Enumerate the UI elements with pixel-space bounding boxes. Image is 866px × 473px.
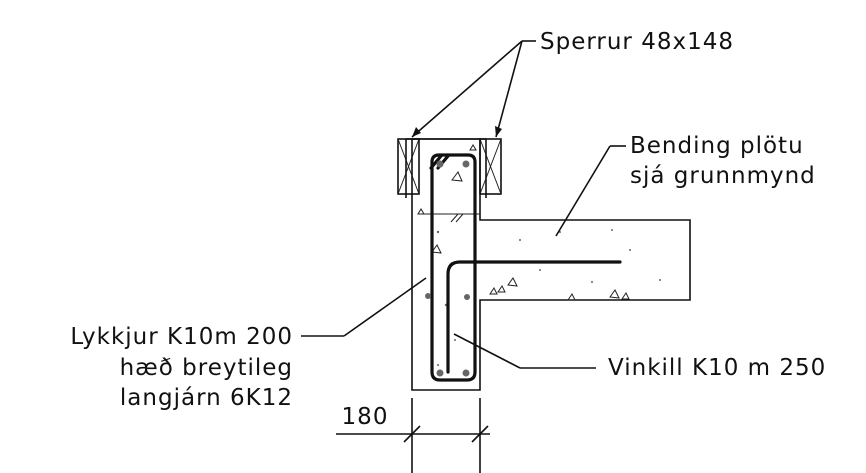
- slab-bend-leader: [555, 145, 626, 237]
- longitudinal-bars: [425, 160, 470, 377]
- stirrups-leader: [301, 277, 427, 337]
- stirrup-rebar: [429, 153, 477, 382]
- angle-bar-leader: [453, 333, 596, 369]
- stirrups-label-line1: Lykkjur K10m 200: [70, 324, 293, 350]
- slab-bend-label-line1: Bending plötu: [630, 133, 804, 159]
- rafter-left: [397, 138, 420, 195]
- rafter-right: [479, 138, 502, 195]
- rafters-leader: [411, 40, 536, 138]
- rafters-label: Sperrur 48x148: [540, 29, 734, 55]
- slab-bend-label-line2: sjá grunnmynd: [630, 163, 816, 189]
- width-dimension: [336, 398, 490, 473]
- concrete-section-outline: [405, 138, 691, 391]
- angle-bar-label: Vinkill K10 m 250: [608, 355, 826, 381]
- angle-bar-rebar: [446, 260, 622, 374]
- width-dimension-label: 180: [342, 404, 389, 430]
- stirrups-label-line3: langjárn 6K12: [120, 385, 293, 411]
- stirrups-label-line2: hæð breytileg: [120, 355, 293, 381]
- concrete-hatch: [417, 144, 661, 366]
